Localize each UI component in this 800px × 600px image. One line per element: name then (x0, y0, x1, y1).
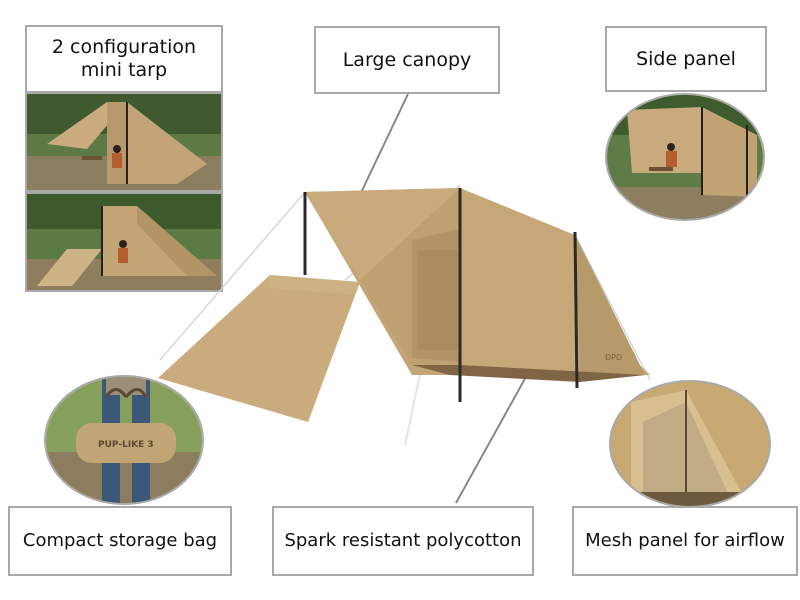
tent-logo: DPD (605, 353, 622, 362)
mesh-panel-label: Mesh panel for airflow (572, 506, 798, 576)
mini-tarp-photo-1 (25, 92, 223, 192)
storage-bag-label: Compact storage bag (8, 506, 232, 576)
guy-line (159, 191, 306, 361)
side-panel-label: Side panel (605, 26, 767, 92)
storage-bag (76, 423, 176, 463)
tent-vestibule (575, 235, 645, 378)
polycotton-label: Spark resistant polycotton (272, 506, 534, 576)
tent-canopy (305, 188, 460, 280)
configuration-label: 2 configuration mini tarp (25, 25, 223, 93)
tent-illustration: DPD (158, 184, 651, 446)
tent-pole (573, 231, 579, 389)
mesh-window (418, 250, 458, 350)
bag-print: PUP-LIKE 3 (98, 440, 154, 450)
storage-bag-photo: PUP-LIKE 3 (44, 375, 204, 505)
canopy-label: Large canopy (314, 26, 500, 94)
mesh-panel-photo (609, 380, 771, 508)
mini-tarp-photo-2 (25, 192, 223, 292)
guy-line (574, 234, 651, 381)
mini-tarp (158, 275, 360, 422)
